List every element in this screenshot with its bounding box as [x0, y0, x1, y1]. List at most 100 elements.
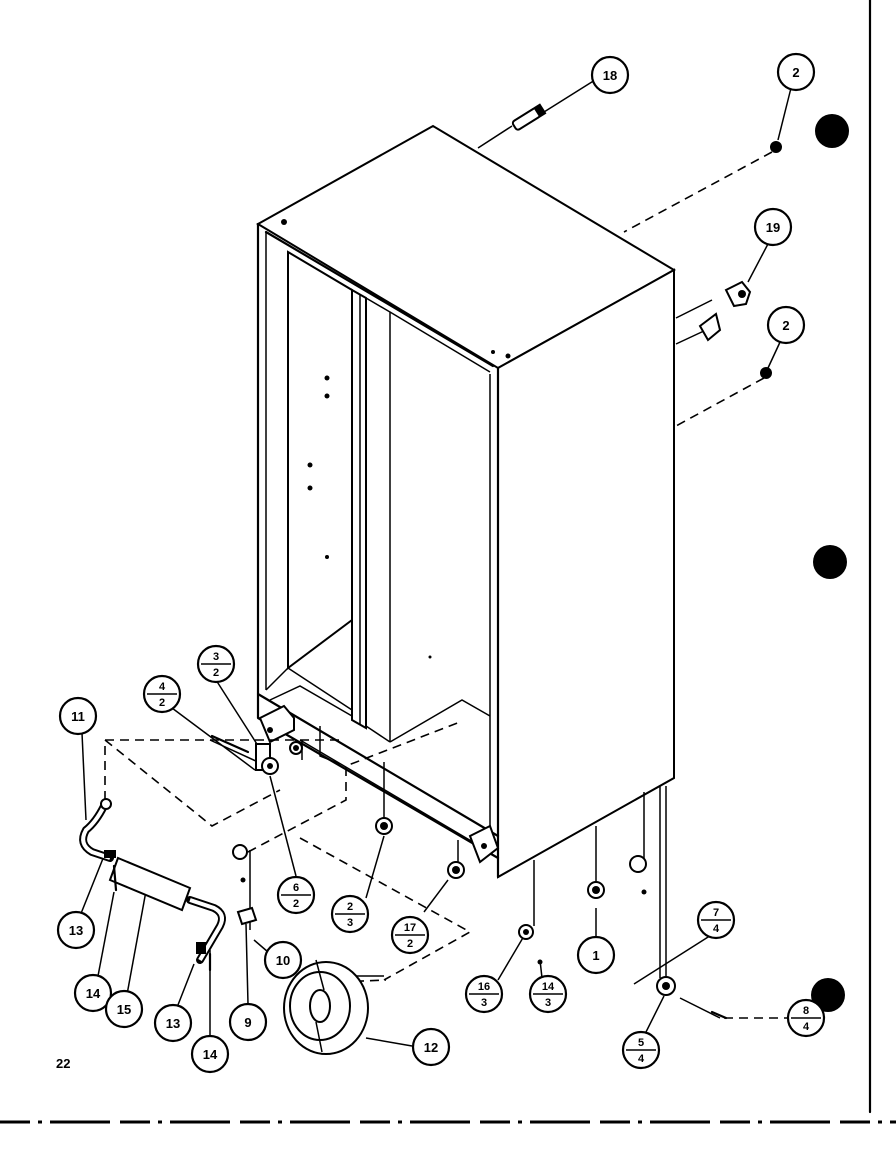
svg-text:2: 2	[407, 938, 413, 950]
callout-8-4: 84	[786, 998, 826, 1038]
svg-text:14: 14	[542, 981, 555, 993]
callouts: 18 2 19 2 11 13 14 15 13 14 9 10 12 1 42…	[56, 52, 826, 1074]
dash-2-mid	[675, 377, 765, 427]
leader-3-2	[215, 679, 263, 753]
leader-19	[747, 241, 770, 283]
svg-text:2: 2	[782, 318, 789, 333]
svg-text:17: 17	[404, 922, 416, 934]
svg-text:12: 12	[424, 1040, 438, 1055]
part-drain-fitting	[210, 734, 279, 775]
svg-text:10: 10	[276, 953, 290, 968]
callout-5-4: 54	[621, 1030, 661, 1070]
callout-14-right: 14	[190, 1034, 230, 1074]
binder-hole-top	[815, 114, 849, 148]
part-foot-2-3-center	[380, 822, 388, 830]
leader-18	[543, 79, 596, 113]
leader-10	[253, 939, 269, 953]
callout-16-3: 163	[464, 974, 504, 1014]
leader-11	[81, 732, 87, 821]
part-screw	[240, 877, 246, 883]
leader-17-2	[423, 879, 449, 913]
dash-2-top	[623, 151, 773, 233]
leader-2-mid	[767, 339, 782, 369]
svg-text:13: 13	[69, 923, 83, 938]
binder-hole-bottom	[811, 978, 845, 1012]
line-foot2	[319, 726, 341, 765]
part-elbow	[232, 844, 248, 860]
part-roller-5-4-center	[662, 982, 670, 990]
liner-screw	[307, 462, 313, 468]
callout-10: 10	[263, 940, 303, 980]
front-rim-top	[264, 230, 495, 368]
svg-text:4: 4	[638, 1053, 645, 1065]
top-hole	[505, 353, 511, 359]
svg-text:18: 18	[603, 68, 617, 83]
dash-base	[247, 721, 461, 853]
callout-3-2: 32	[196, 644, 236, 684]
liner-screw	[324, 393, 330, 399]
leader-16-3	[497, 935, 525, 981]
svg-text:3: 3	[347, 917, 353, 929]
svg-text:3: 3	[545, 997, 551, 1009]
liner-screw	[325, 555, 329, 559]
callout-1: 1	[576, 935, 616, 975]
leader-6-2	[269, 775, 297, 877]
freezer-floor-front	[265, 667, 289, 691]
leader-5-4	[643, 995, 665, 1037]
leader-2-3	[365, 835, 385, 899]
svg-text:3: 3	[481, 997, 487, 1009]
callout-14-left: 14	[73, 973, 113, 1013]
callout-13-right: 13	[153, 1003, 193, 1043]
fresh-food-left-wall	[365, 297, 391, 742]
leader-12	[365, 1037, 413, 1047]
binder-hole-middle	[813, 545, 847, 579]
callout-6-2: 62	[276, 875, 316, 915]
svg-text:6: 6	[293, 882, 299, 894]
callout-17-2: 172	[390, 915, 430, 955]
callout-2-top: 2	[776, 52, 816, 92]
svg-text:3: 3	[213, 651, 219, 663]
dash-tube-top	[104, 739, 340, 800]
fresh-food-ceiling	[389, 311, 491, 373]
part-grommet-2-top	[770, 141, 782, 153]
part-screw-14-3	[537, 959, 543, 965]
leader-15	[125, 879, 149, 1001]
base-inner-left	[269, 685, 353, 717]
callout-9: 9	[228, 1002, 268, 1042]
hinge-bracket-left	[258, 704, 295, 744]
svg-text:14: 14	[86, 986, 101, 1001]
parts	[79, 103, 782, 1055]
callout-18: 18	[590, 55, 630, 95]
svg-text:14: 14	[203, 1047, 218, 1062]
svg-text:9: 9	[244, 1015, 251, 1030]
part-clip-19	[698, 280, 752, 342]
callout-4-2: 42	[142, 674, 182, 714]
top-hole	[281, 219, 287, 225]
leader-19-back	[675, 299, 713, 319]
part-foot-right	[629, 855, 647, 873]
leader-4-2	[171, 707, 256, 771]
dash-tube-diag	[104, 739, 281, 827]
callout-14-3: 143	[528, 974, 568, 1014]
svg-text:4: 4	[713, 923, 720, 935]
svg-text:2: 2	[159, 697, 165, 709]
part-screw-8-4	[710, 1010, 728, 1020]
part-dryer-15	[108, 856, 192, 912]
svg-text:13: 13	[166, 1016, 180, 1031]
callout-7-4: 74	[696, 900, 736, 940]
part-leveler-1-center	[592, 886, 600, 894]
leader-13-right	[175, 963, 195, 1011]
part-tube-assembly	[79, 798, 226, 964]
fresh-food-floor	[389, 699, 491, 743]
part-insulation-12	[283, 959, 369, 1055]
svg-text:8: 8	[803, 1005, 809, 1017]
svg-text:2: 2	[347, 901, 353, 913]
part-screw-right	[641, 889, 647, 895]
part-roller-16-3	[518, 924, 534, 940]
part-leveler-center	[452, 866, 460, 874]
svg-text:7: 7	[713, 907, 719, 919]
leader-19-back2	[675, 329, 707, 345]
leader-14-left	[97, 891, 115, 977]
